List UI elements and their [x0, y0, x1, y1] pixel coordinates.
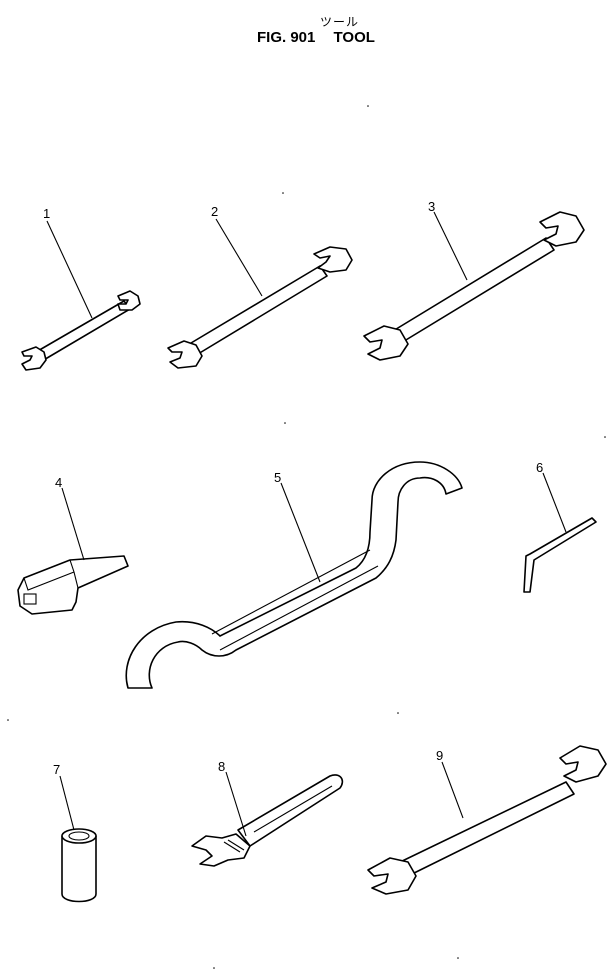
- part-7-socket: 7: [53, 762, 97, 903]
- figure-number: FIG. 901: [257, 29, 316, 46]
- part-1-small-wrench: 1: [21, 206, 141, 371]
- figure-title-japanese: ツール: [320, 15, 360, 29]
- part-8-adjustable-wrench: 8: [191, 759, 344, 867]
- part-4-socket-adapter: 4: [17, 475, 129, 615]
- scan-specks: [7, 105, 606, 969]
- callout-3: 3: [428, 199, 435, 214]
- callout-1: 1: [43, 206, 50, 221]
- callout-4: 4: [55, 475, 62, 490]
- callout-8: 8: [218, 759, 225, 774]
- callout-9: 9: [436, 748, 443, 763]
- figure-name: TOOL: [333, 29, 375, 46]
- callout-5: 5: [274, 470, 281, 485]
- part-3-large-wrench: 3: [363, 199, 585, 361]
- callout-7: 7: [53, 762, 60, 777]
- figure-title: FIG. 901 TOOL: [257, 29, 375, 46]
- callout-2: 2: [211, 204, 218, 219]
- part-9-large-wrench: 9: [367, 745, 607, 895]
- callout-6: 6: [536, 460, 543, 475]
- part-5-hook-spanner: 5: [125, 461, 463, 689]
- part-6-hex-key: 6: [523, 460, 597, 593]
- part-2-medium-wrench: 2: [167, 204, 353, 369]
